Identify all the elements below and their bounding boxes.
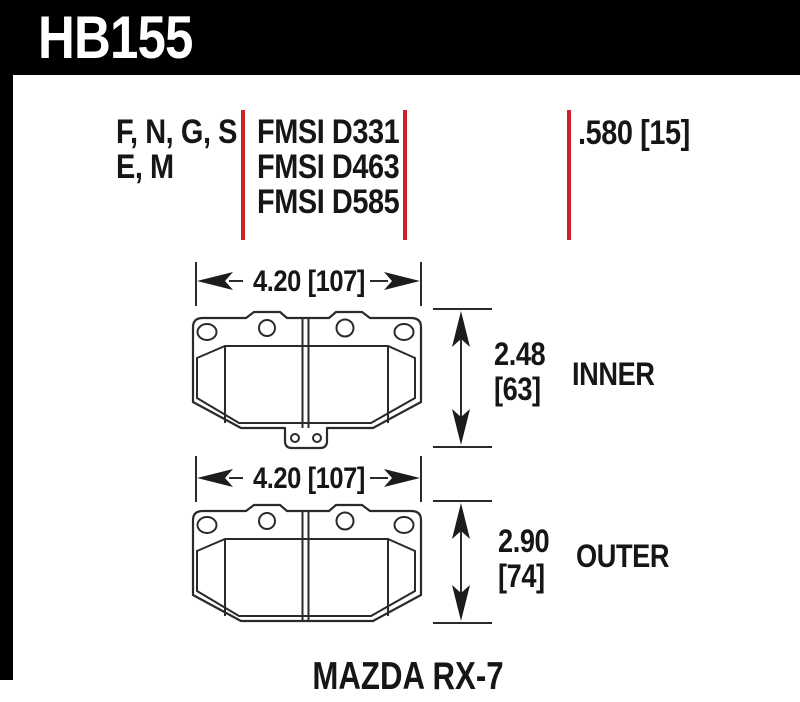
friction-material-outline	[196, 345, 416, 424]
column-divider-1	[241, 110, 245, 240]
left-arrowhead	[197, 469, 233, 487]
inner-width-label: 4.20 [107]	[252, 265, 365, 298]
down-arrowhead	[452, 409, 470, 445]
friction-material-outline	[196, 538, 416, 617]
corner-hole	[196, 323, 218, 341]
corner-hole	[393, 323, 415, 341]
compound-codes-line-1: F, N, G, S	[116, 113, 238, 151]
inner-height-mm-label: [63]	[494, 371, 541, 407]
outer-height-dimension	[433, 500, 492, 624]
lug-hole	[258, 512, 276, 530]
column-divider-2	[403, 110, 407, 240]
right-arrowhead	[384, 272, 420, 290]
lug-hole	[335, 318, 355, 338]
lug-hole	[335, 511, 355, 531]
application-label: MAZDA RX-7	[312, 655, 504, 698]
pad-thickness: .580 [15]	[578, 114, 690, 152]
lug-hole	[258, 319, 276, 337]
column-divider-3	[567, 110, 571, 240]
inner-height-dimension	[433, 308, 492, 448]
outer-width-dimension	[195, 456, 422, 502]
outer-pad-drawing	[191, 503, 423, 623]
corner-hole	[196, 516, 218, 534]
corner-hole	[393, 516, 415, 534]
backing-plate-outline	[191, 310, 423, 450]
tab-hole	[312, 433, 322, 443]
inner-width-dimension	[195, 262, 422, 306]
outer-height-in-label: 2.90	[498, 523, 550, 559]
fmsi-number-2: FMSI D463	[257, 148, 400, 186]
down-arrowhead	[452, 585, 470, 621]
compound-codes-line-2: E, M	[116, 148, 174, 186]
outer-width-label: 4.20 [107]	[252, 462, 365, 495]
outer-pad-type-label: OUTER	[576, 538, 670, 574]
tab-hole	[290, 433, 300, 443]
right-arrowhead	[384, 469, 420, 487]
outer-height-mm-label: [74]	[498, 558, 545, 594]
inner-pad-type-label: INNER	[572, 356, 655, 392]
fmsi-number-1: FMSI D331	[257, 113, 400, 151]
up-arrowhead	[452, 503, 470, 539]
left-arrowhead	[197, 272, 233, 290]
header-bar	[0, 0, 800, 75]
fmsi-number-3: FMSI D585	[257, 183, 400, 221]
part-number: HB155	[38, 4, 193, 71]
up-arrowhead	[452, 311, 470, 347]
backing-plate-outline	[191, 503, 423, 623]
left-border-strip	[0, 75, 13, 680]
inner-height-in-label: 2.48	[494, 336, 546, 372]
inner-pad-drawing	[191, 310, 423, 450]
